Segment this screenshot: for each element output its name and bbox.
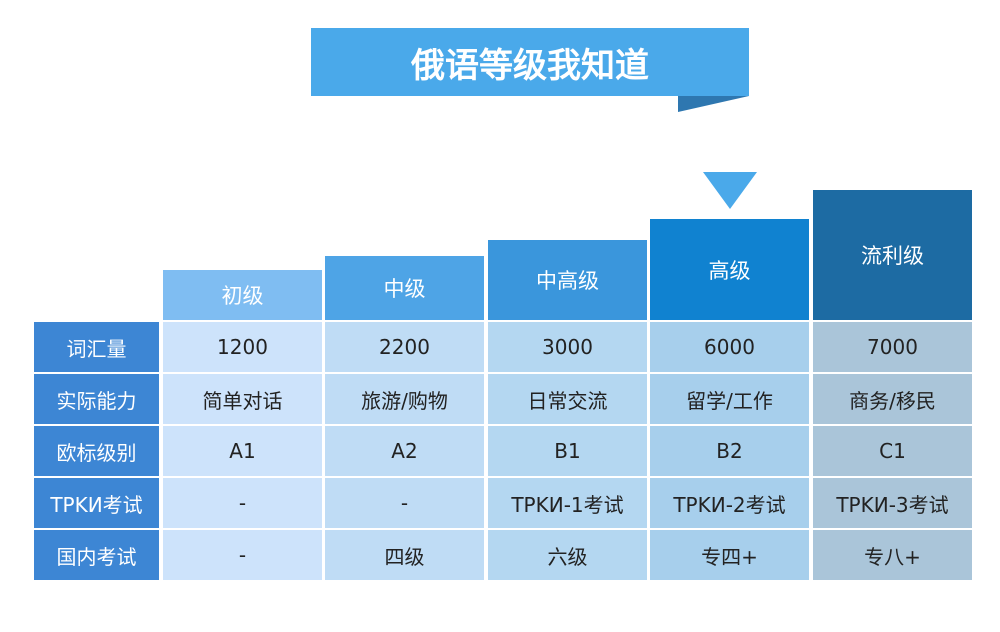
table-cell: TPKИ-1考试 bbox=[488, 478, 647, 528]
row-label: 国内考试 bbox=[34, 530, 159, 580]
table-cell: 3000 bbox=[488, 322, 647, 372]
table-cell: 1200 bbox=[163, 322, 322, 372]
row-label: 实际能力 bbox=[34, 374, 159, 424]
table-cell: 留学/工作 bbox=[650, 374, 809, 424]
table-cell: 专四+ bbox=[650, 530, 809, 580]
page-title: 俄语等级我知道 bbox=[311, 28, 749, 96]
table-cell: - bbox=[163, 530, 322, 580]
level-header-3: 中高级 bbox=[488, 240, 647, 320]
level-header-1: 初级 bbox=[163, 270, 322, 320]
row-label: 欧标级别 bbox=[34, 426, 159, 476]
table-cell: 旅游/购物 bbox=[325, 374, 484, 424]
table-cell: 专八+ bbox=[813, 530, 972, 580]
table-cell: C1 bbox=[813, 426, 972, 476]
table-cell: 四级 bbox=[325, 530, 484, 580]
table-cell: 2200 bbox=[325, 322, 484, 372]
row-label: TPKИ考试 bbox=[34, 478, 159, 528]
table-cell: 6000 bbox=[650, 322, 809, 372]
level-header-5: 流利级 bbox=[813, 190, 972, 320]
table-cell: 商务/移民 bbox=[813, 374, 972, 424]
table-cell: 简单对话 bbox=[163, 374, 322, 424]
table-cell: TPKИ-2考试 bbox=[650, 478, 809, 528]
level-pointer-icon bbox=[703, 172, 757, 209]
table-cell: A1 bbox=[163, 426, 322, 476]
table-cell: B2 bbox=[650, 426, 809, 476]
level-header-2: 中级 bbox=[325, 256, 484, 320]
table-cell: 六级 bbox=[488, 530, 647, 580]
table-cell: - bbox=[325, 478, 484, 528]
table-cell: 7000 bbox=[813, 322, 972, 372]
level-header-4: 高级 bbox=[650, 219, 809, 320]
table-cell: - bbox=[163, 478, 322, 528]
table-cell: TPKИ-3考试 bbox=[813, 478, 972, 528]
table-cell: B1 bbox=[488, 426, 647, 476]
table-cell: 日常交流 bbox=[488, 374, 647, 424]
banner-ribbon-fold bbox=[678, 96, 749, 112]
table-cell: A2 bbox=[325, 426, 484, 476]
row-label: 词汇量 bbox=[34, 322, 159, 372]
